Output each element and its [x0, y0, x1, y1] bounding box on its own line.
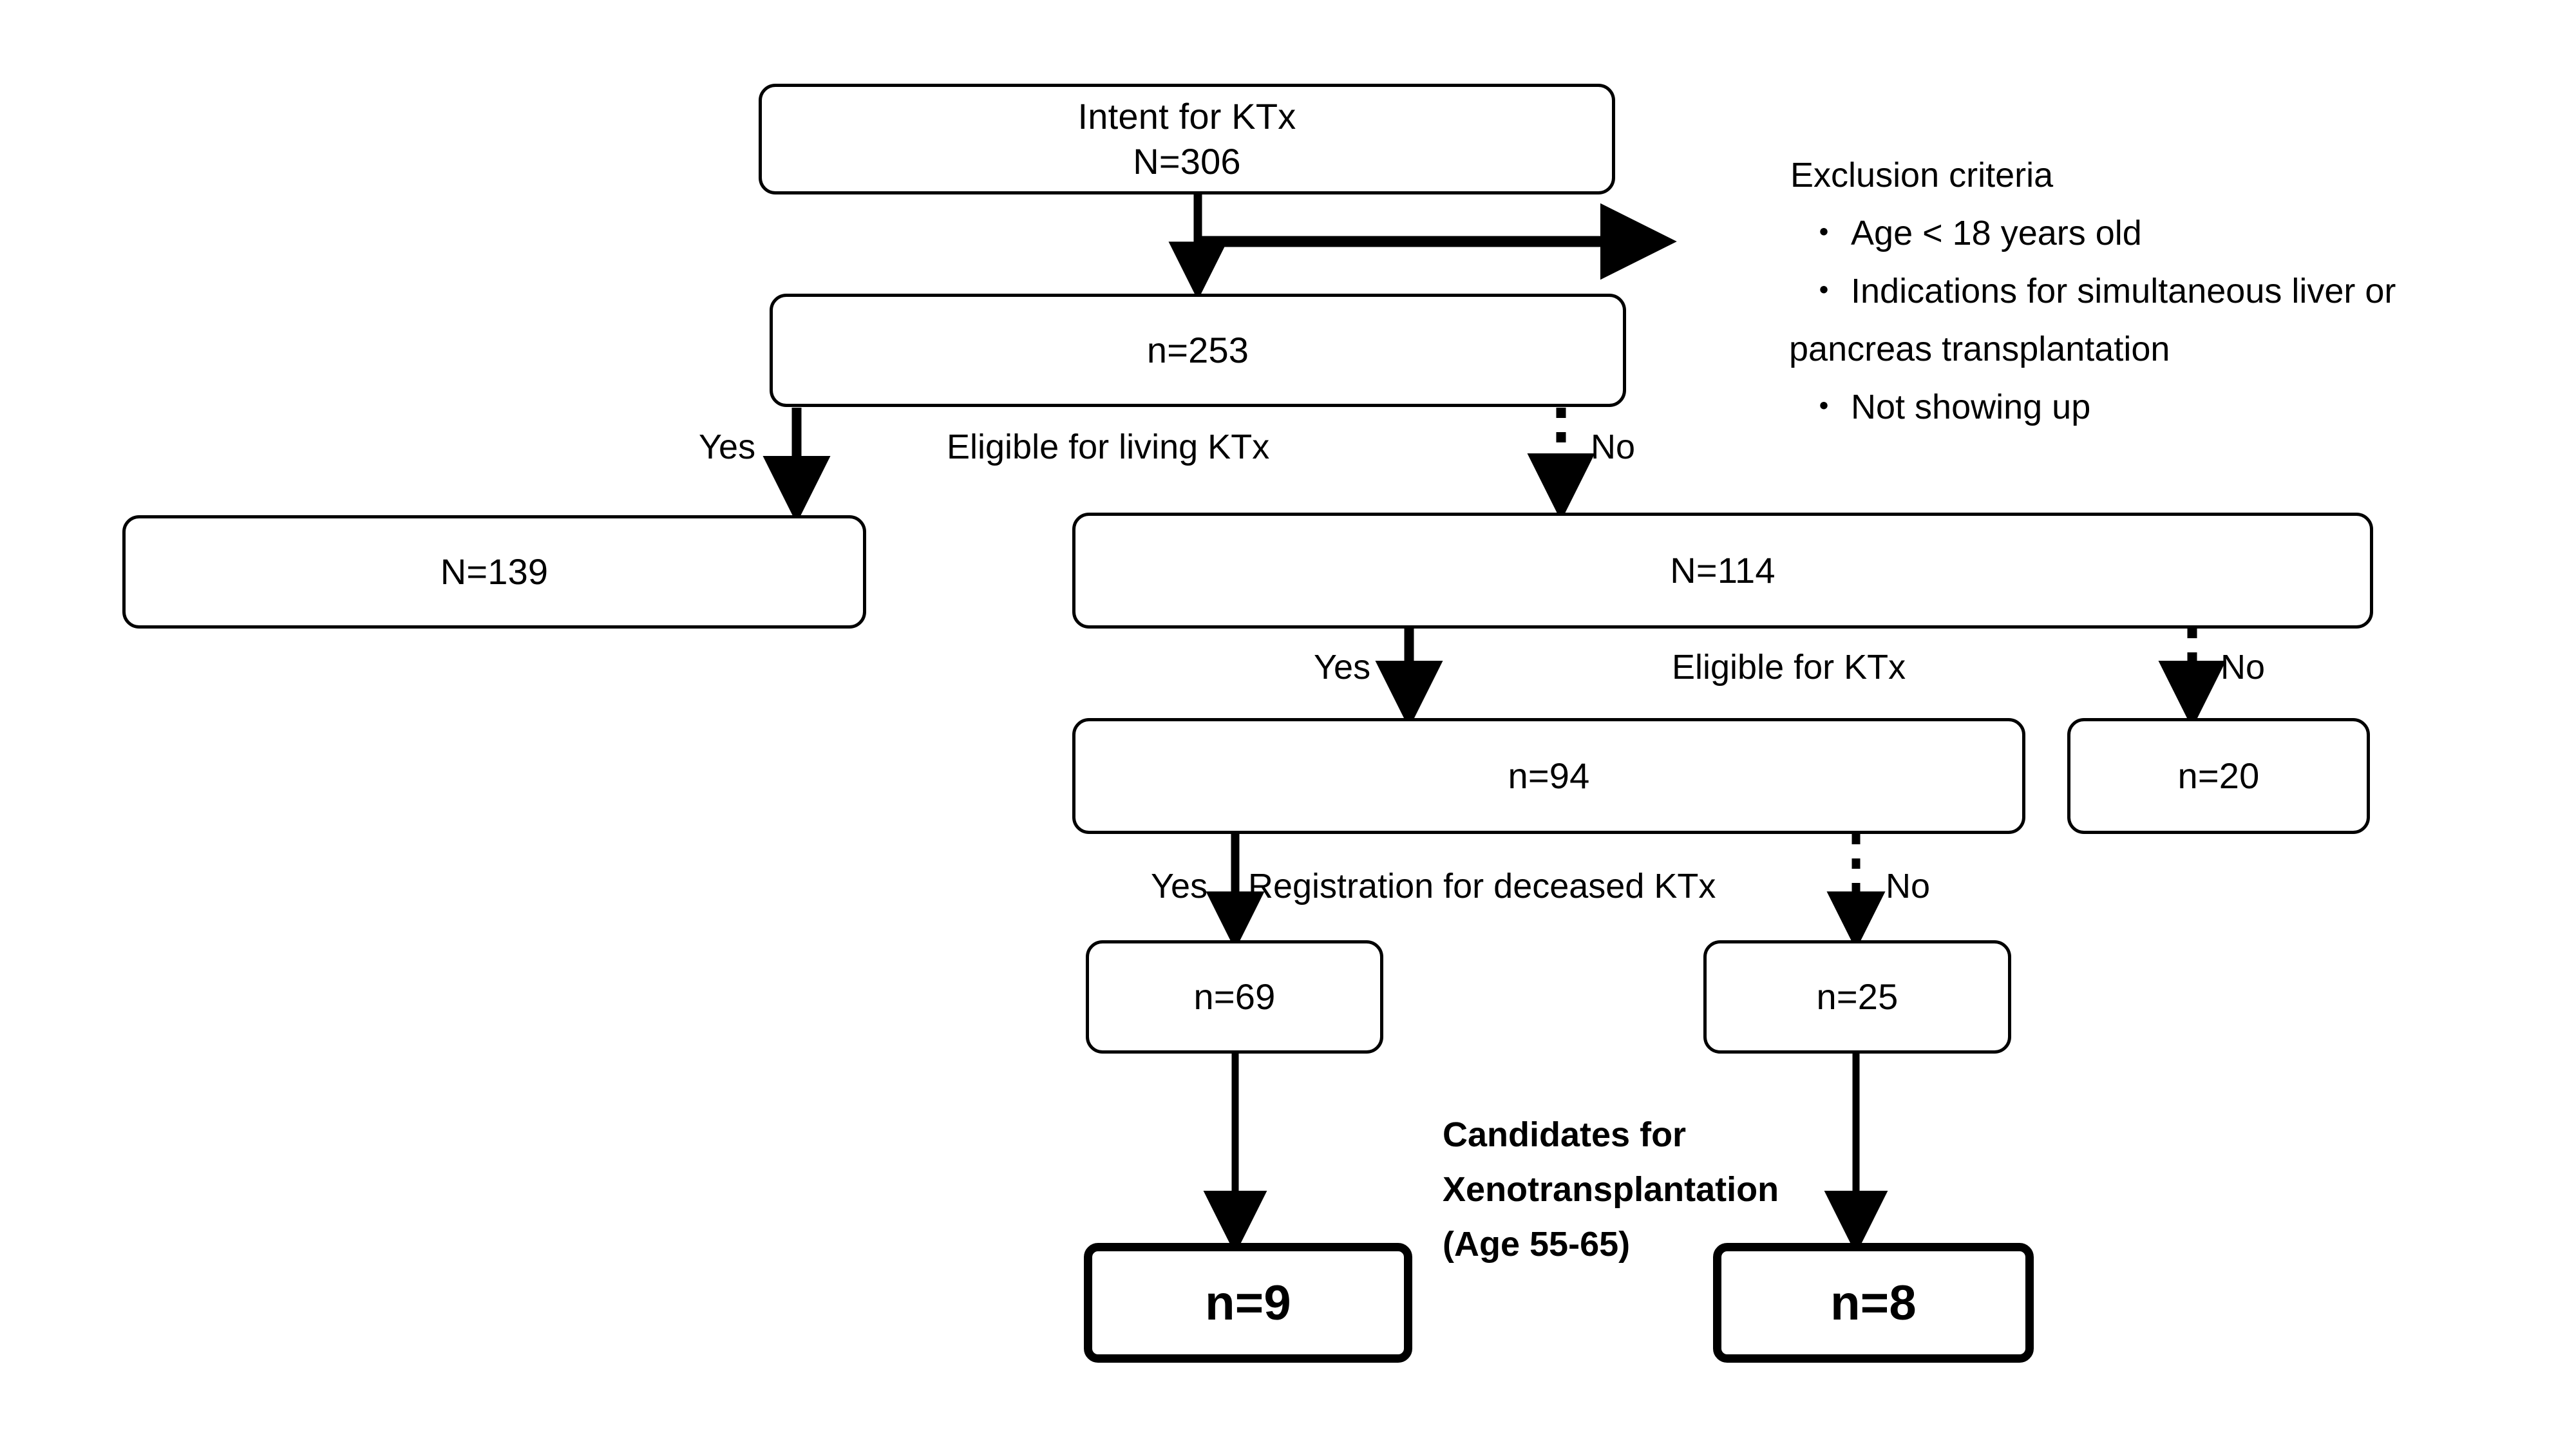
- edge-label-living-no: No: [1591, 427, 1635, 467]
- node-registered-no-label: n=25: [1816, 976, 1899, 1017]
- candidates-annotation-line1: Candidates for: [1404, 1065, 1686, 1206]
- edge-label-registration-yes-text: Yes: [1151, 867, 1208, 905]
- node-living-yes-label: N=139: [440, 551, 549, 592]
- exclusion-criteria-item-1: ・ Age < 18 years old: [1768, 164, 2142, 303]
- edge-label-ktx-no: No: [2221, 647, 2265, 687]
- candidates-line3-text: (Age 55-65): [1443, 1224, 1631, 1264]
- edge-label-living-no-text: No: [1591, 428, 1636, 466]
- candidates-line1-text: Candidates for: [1443, 1115, 1687, 1154]
- candidates-line2-text: Xenotransplantation: [1443, 1170, 1779, 1209]
- edge-label-registration-question: Registration for deceased KTx: [1248, 866, 1716, 906]
- edge-label-ktx-no-text: No: [2221, 648, 2266, 687]
- node-screened-label: n=253: [1146, 330, 1249, 370]
- node-registered-no[interactable]: n=25: [1703, 940, 2011, 1054]
- edge-label-registration-question-text: Registration for deceased KTx: [1248, 867, 1716, 905]
- node-final-left[interactable]: n=9: [1084, 1243, 1412, 1363]
- node-intent-for-ktx[interactable]: Intent for KTx N=306: [759, 84, 1615, 194]
- node-final-right-label: n=8: [1830, 1275, 1917, 1331]
- exclusion-criteria-heading: Exclusion criteria: [1752, 106, 2053, 245]
- exclusion-heading-text: Exclusion criteria: [1790, 155, 2054, 194]
- edge-label-registration-yes: Yes: [1151, 866, 1208, 906]
- candidates-annotation-line2: Xenotransplantation: [1404, 1119, 1779, 1260]
- node-screened[interactable]: n=253: [770, 294, 1626, 407]
- exclusion-item-2-text: ・ Indications for simultaneous liver or: [1806, 271, 2396, 310]
- exclusion-item-1-text: ・ Age < 18 years old: [1806, 213, 2142, 252]
- edge-label-ktx-question: Eligible for KTx: [1672, 647, 1906, 687]
- node-eligible-no-label: n=20: [2177, 755, 2260, 796]
- exclusion-criteria-item-2: ・ Indications for simultaneous liver or: [1768, 222, 2396, 361]
- node-living-yes[interactable]: N=139: [122, 515, 866, 629]
- node-registered-yes-label: n=69: [1193, 976, 1276, 1017]
- exclusion-criteria-item-2-cont: pancreas transplantation: [1750, 280, 2170, 419]
- edge-label-registration-no-text: No: [1886, 867, 1931, 905]
- edge-label-living-question: Eligible for living KTx: [947, 427, 1269, 467]
- node-eligible-no[interactable]: n=20: [2067, 718, 2370, 834]
- edge-label-ktx-question-text: Eligible for KTx: [1672, 648, 1906, 687]
- node-intent-line2: N=306: [1133, 141, 1241, 182]
- edge-label-ktx-yes: Yes: [1314, 647, 1370, 687]
- edge-label-living-yes: Yes: [699, 427, 755, 467]
- node-intent-line1: Intent for KTx: [1077, 96, 1296, 137]
- node-living-no-label: N=114: [1670, 550, 1776, 591]
- edge-label-registration-no: No: [1886, 866, 1930, 906]
- node-final-left-label: n=9: [1205, 1275, 1291, 1331]
- node-eligible-yes-label: n=94: [1508, 755, 1590, 796]
- exclusion-item-2-cont-text: pancreas transplantation: [1789, 329, 2170, 368]
- edge-label-ktx-yes-text: Yes: [1314, 648, 1371, 687]
- edge-label-living-yes-text: Yes: [699, 428, 756, 466]
- exclusion-criteria-item-3: ・ Not showing up: [1768, 338, 2090, 477]
- edge-label-living-question-text: Eligible for living KTx: [947, 428, 1270, 466]
- node-living-no[interactable]: N=114: [1072, 513, 2373, 629]
- node-eligible-yes[interactable]: n=94: [1072, 718, 2025, 834]
- node-registered-yes[interactable]: n=69: [1086, 940, 1383, 1054]
- node-final-right[interactable]: n=8: [1713, 1243, 2034, 1363]
- candidates-annotation-line3: (Age 55-65): [1404, 1174, 1630, 1315]
- exclusion-item-3-text: ・ Not showing up: [1806, 387, 2091, 426]
